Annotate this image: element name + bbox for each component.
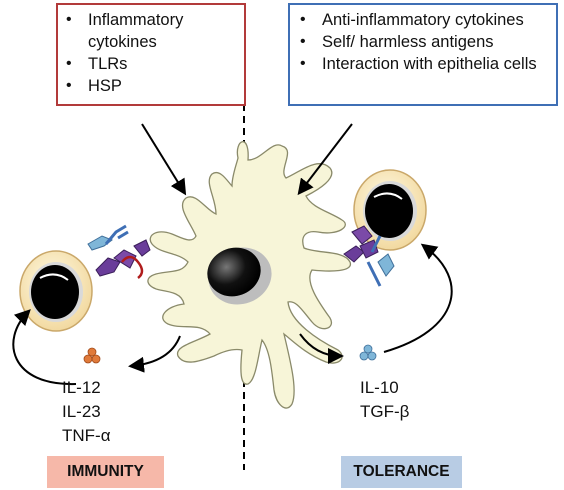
cytokine-label: TGF-β (360, 402, 410, 421)
immunity-signals-list: Inflammatory cytokines TLRs HSP (58, 9, 244, 97)
tolerance-cytokines: IL-10 TGF-β (360, 376, 409, 424)
tolerance-signals-list: Anti-inflammatory cytokines Self/ harmle… (290, 9, 556, 75)
nucleus-core (207, 247, 261, 297)
left-release-arrow (128, 335, 181, 373)
right-t-cell (353, 169, 427, 251)
right-release-arrow (299, 333, 344, 364)
left-receptors (87, 224, 151, 279)
cytokine-label: IL-23 (62, 402, 101, 421)
tolerance-label: TOLERANCE (341, 456, 462, 488)
immunity-signal-item: TLRs (66, 53, 244, 75)
immunity-signal-item: Inflammatory cytokines (66, 9, 244, 53)
tolerance-signal-item: Interaction with epithelia cells (300, 53, 556, 75)
tolerance-signal-item: Self/ harmless antigens (300, 31, 556, 53)
cytokine-label: TNF-α (62, 426, 111, 445)
left-signal-arrow (141, 123, 187, 196)
orange-granules (83, 347, 101, 364)
right-signal-arrow (297, 123, 353, 196)
immunity-cytokines: IL-12 IL-23 TNF-α (62, 376, 111, 448)
right-feedback-arrow (383, 243, 453, 353)
immunity-signal-item: HSP (66, 75, 244, 97)
right-receptors (343, 225, 395, 287)
cytokine-label: IL-10 (360, 378, 399, 397)
tolerance-signal-item: Anti-inflammatory cytokines (300, 9, 556, 31)
left-feedback-arrow (12, 309, 77, 386)
left-t-cell (19, 250, 93, 332)
cytokine-label: IL-12 (62, 378, 101, 397)
blue-granules (359, 344, 377, 361)
immunity-signals-box: Inflammatory cytokines TLRs HSP (56, 3, 246, 106)
immunity-label: IMMUNITY (47, 456, 164, 488)
tolerance-signals-box: Anti-inflammatory cytokines Self/ harmle… (288, 3, 558, 106)
